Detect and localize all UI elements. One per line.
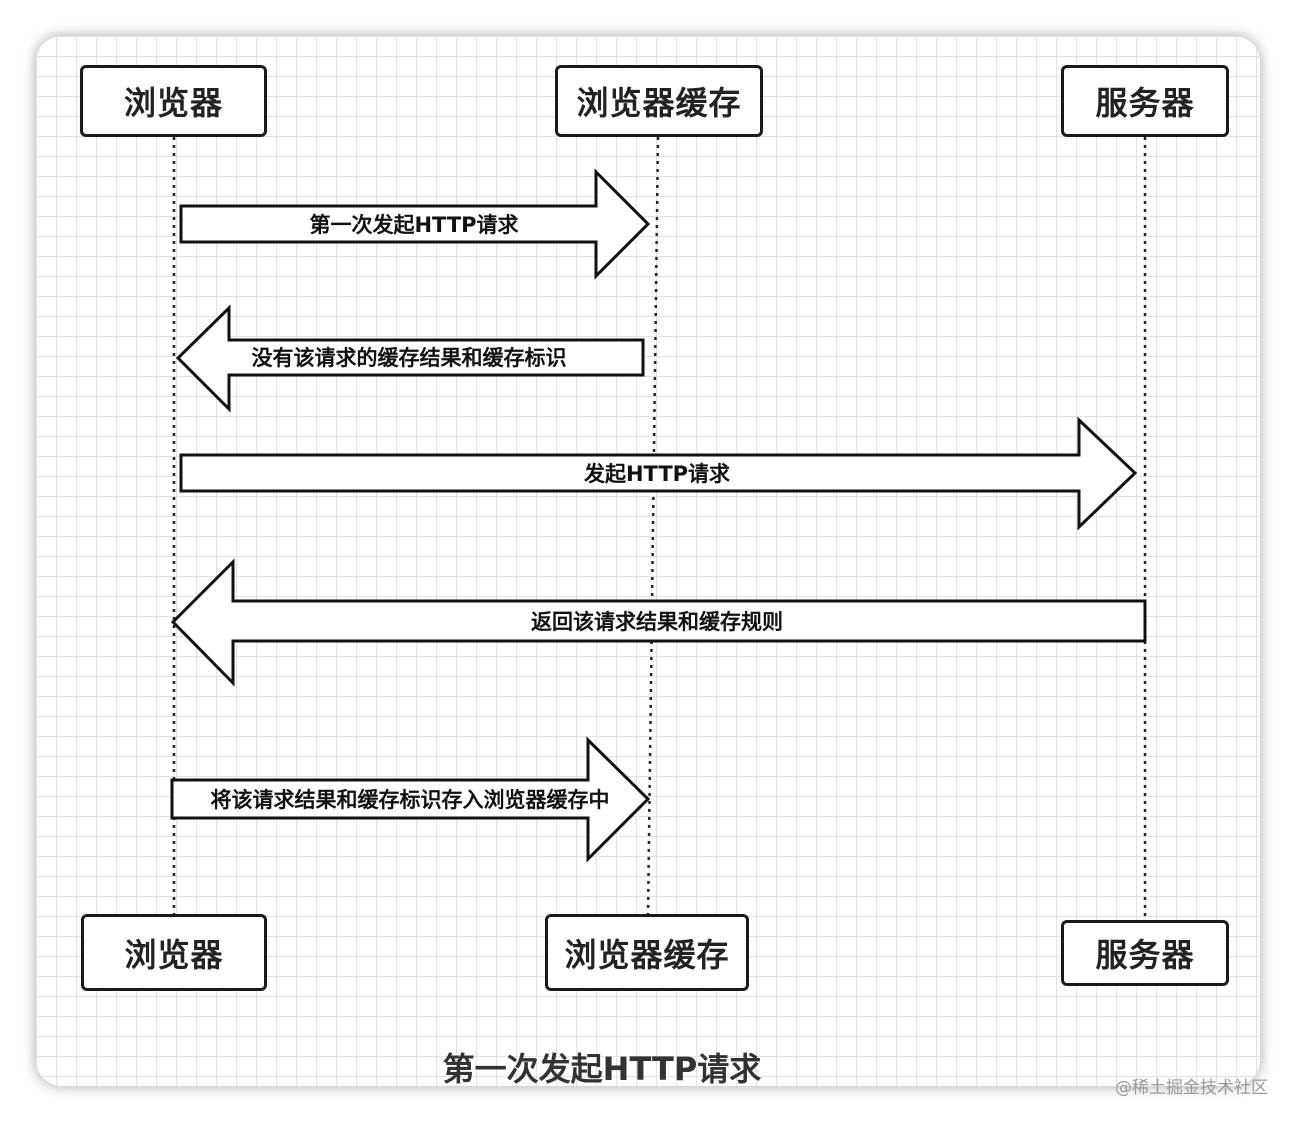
message-label-no-cache-result: 没有该请求的缓存结果和缓存标识 bbox=[251, 346, 567, 370]
message-label-request-server: 发起HTTP请求 bbox=[583, 462, 731, 486]
lifeline-cache bbox=[646, 136, 660, 917]
arrow-request-server bbox=[179, 416, 1138, 531]
actor-server-top: 服务器 bbox=[1061, 65, 1229, 137]
actor-browser-bottom: 浏览器 bbox=[81, 914, 267, 991]
sequence-diagram bbox=[170, 136, 1147, 920]
arrow-first-request bbox=[179, 168, 651, 280]
message-label-first-request: 第一次发起HTTP请求 bbox=[309, 213, 519, 237]
actor-server-bottom: 服务器 bbox=[1061, 920, 1229, 986]
actor-browser-top: 浏览器 bbox=[80, 65, 267, 137]
actor-cache-top: 浏览器缓存 bbox=[555, 65, 763, 137]
arrow-return-result bbox=[170, 558, 1147, 687]
message-label-return-result: 返回该请求结果和缓存规则 bbox=[531, 610, 783, 634]
diagram-caption: 第一次发起HTTP请求 bbox=[442, 1050, 762, 1088]
actor-cache-bottom: 浏览器缓存 bbox=[545, 914, 749, 991]
arrow-no-cache-result bbox=[175, 304, 645, 413]
watermark: @稀土掘金技术社区 bbox=[1115, 1078, 1268, 1098]
diagram-canvas: 浏览器 浏览器缓存 服务器 浏览器 浏览器缓存 服务器 第一次发起HTTP请求 … bbox=[36, 36, 1260, 1086]
message-label-store-cache: 将该请求结果和缓存标识存入浏览器缓存中 bbox=[210, 788, 610, 812]
arrow-store-cache bbox=[170, 736, 651, 863]
